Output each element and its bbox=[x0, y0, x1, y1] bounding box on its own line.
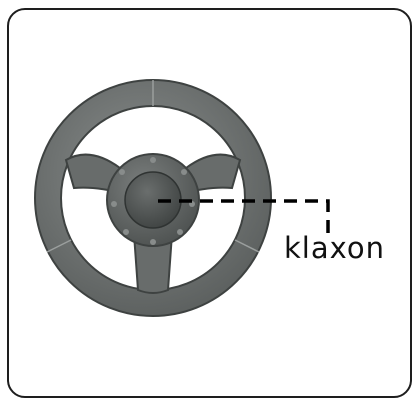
horn-button bbox=[124, 171, 182, 229]
horn-callout-label: klaxon bbox=[284, 231, 386, 265]
callout-leader-line bbox=[158, 199, 330, 236]
